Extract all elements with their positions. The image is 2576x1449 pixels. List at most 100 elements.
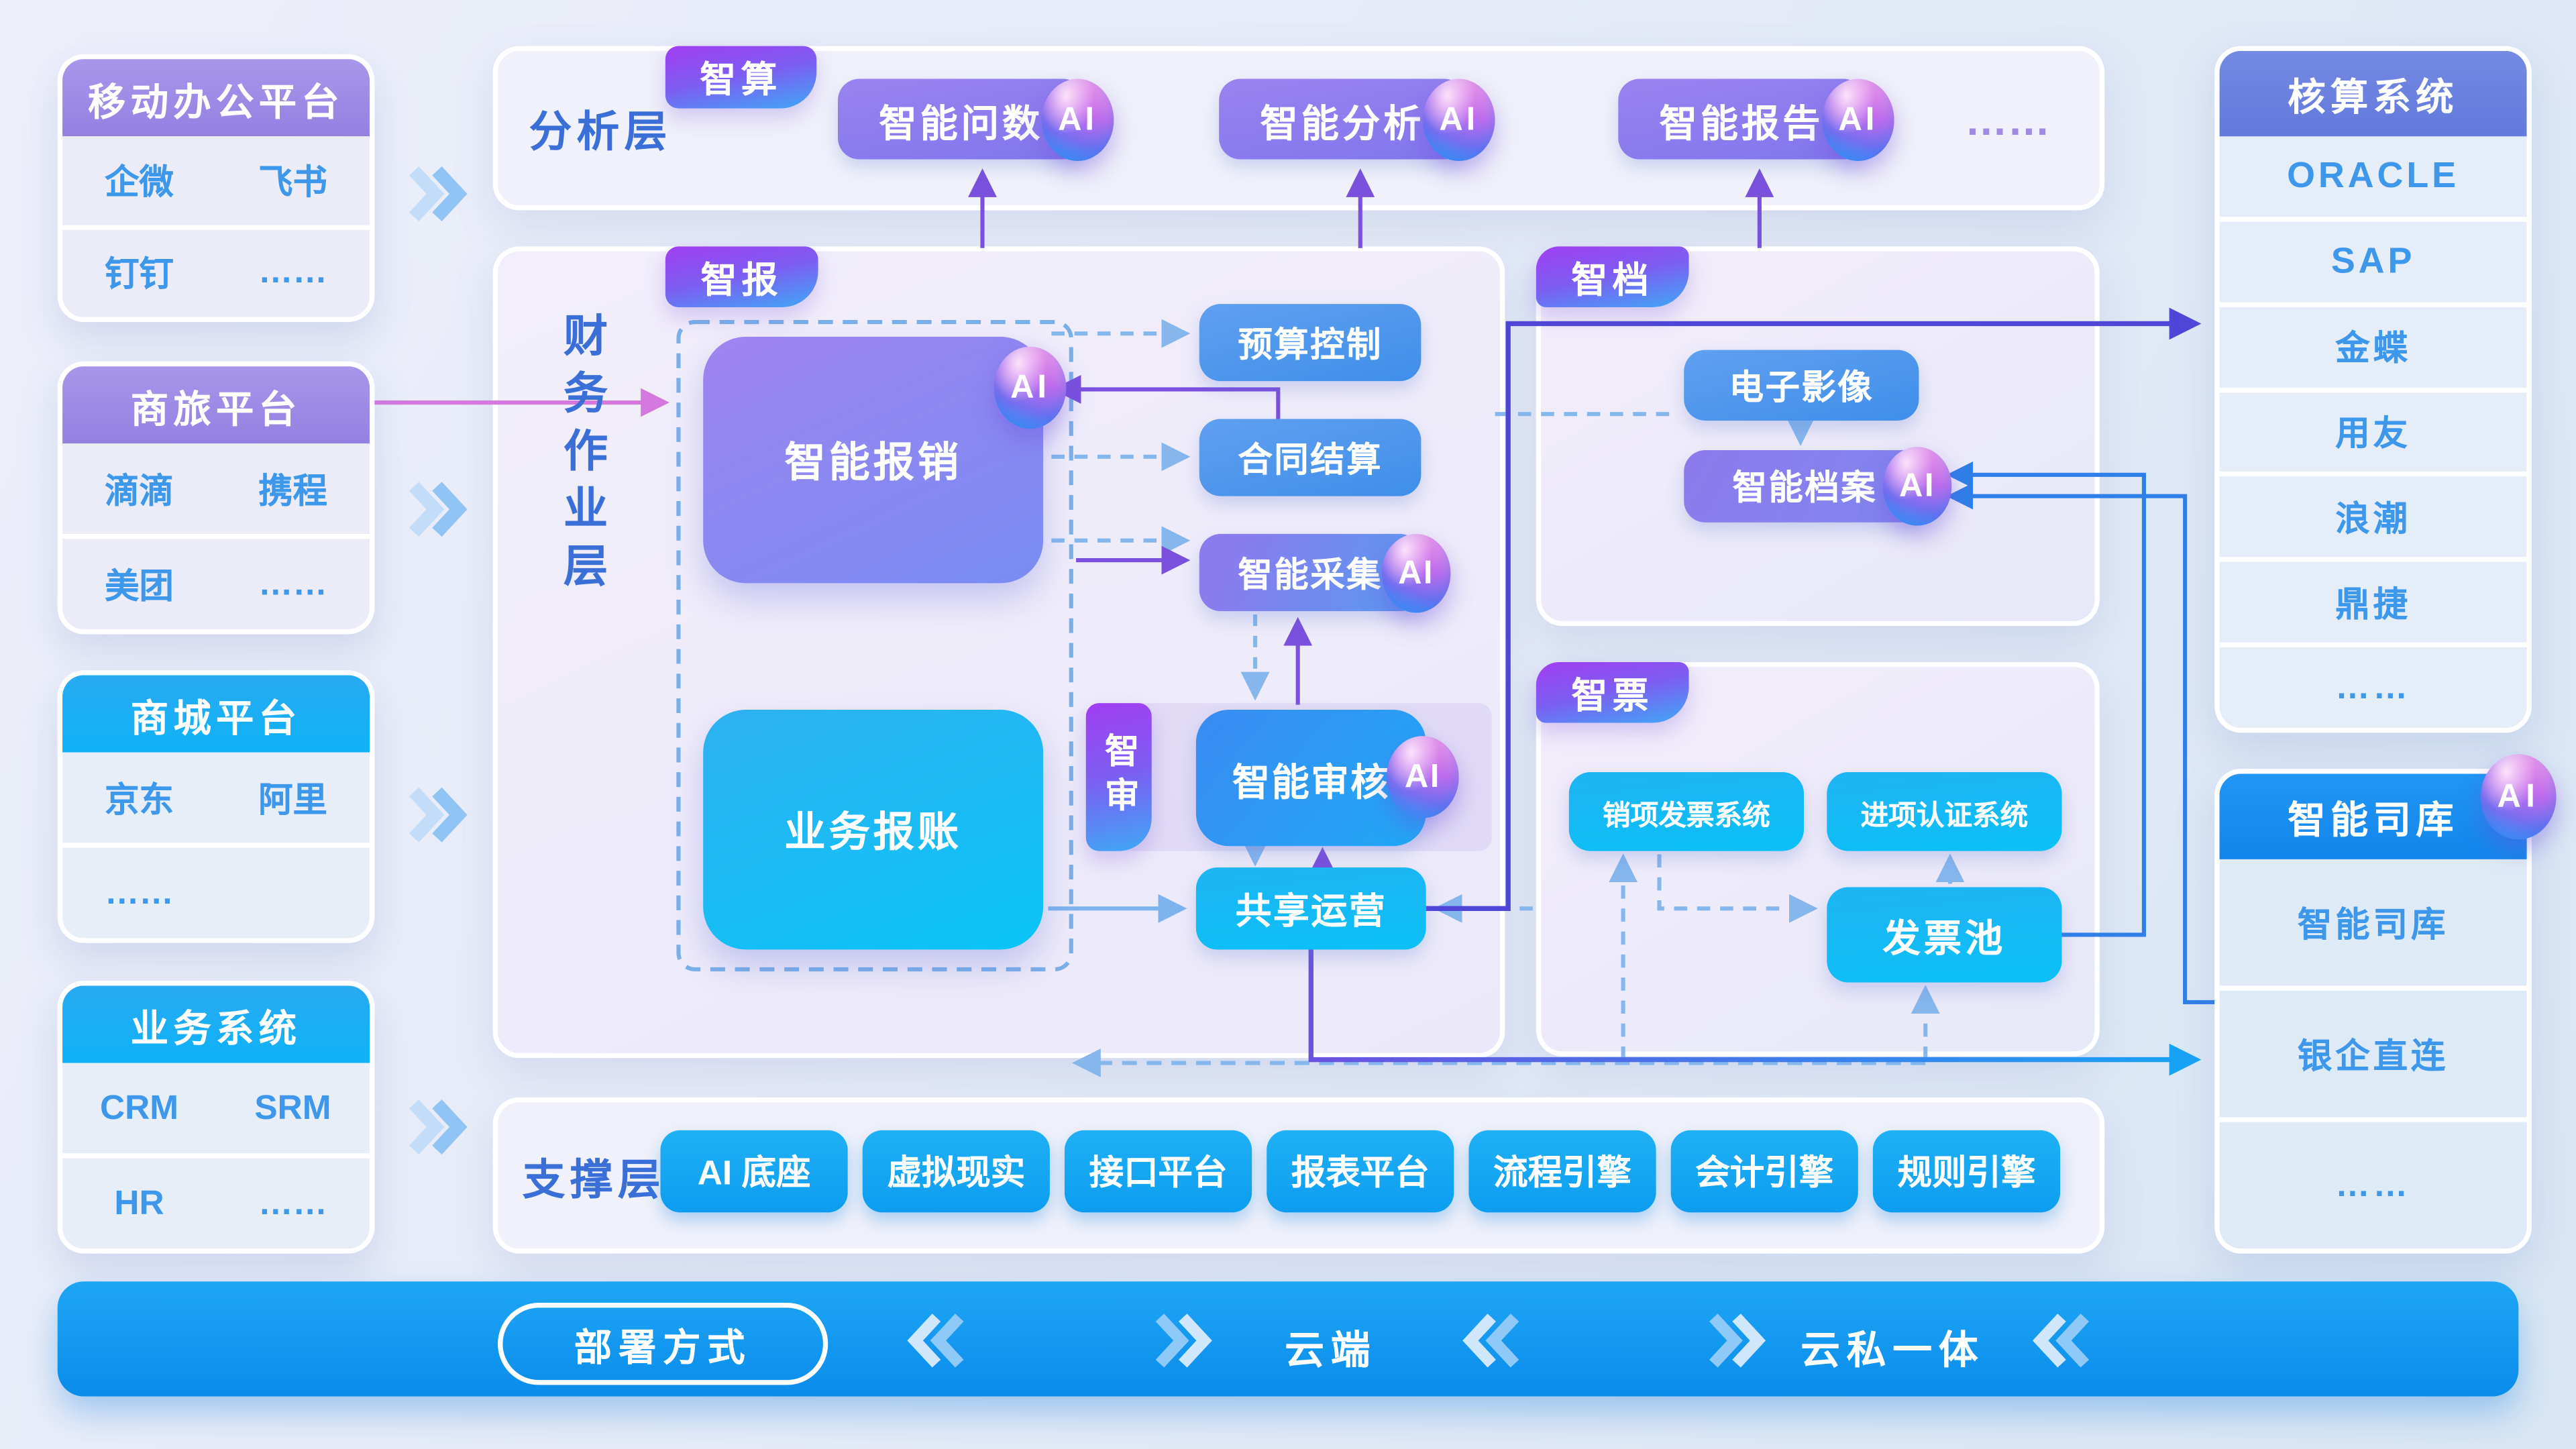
node-label: 销项发票系统 <box>1602 799 1770 830</box>
node-rule-engine: 规则引擎 <box>1872 1130 2061 1213</box>
panel-title: 移动办公平台 <box>62 59 370 137</box>
list-item: 滴滴 携程 <box>62 443 370 534</box>
node-shared-ops: 共享运营 <box>1195 867 1426 950</box>
panel-accounting-systems: 核算系统 ORACLE SAP 金蝶 用友 浪潮 鼎捷 …… <box>2214 46 2532 733</box>
chevron-right-icon <box>1155 1313 1212 1368</box>
node-budget-control: 预算控制 <box>1199 304 1421 382</box>
item-label: 京东 <box>105 781 174 819</box>
panel-title-text: 智能司库 <box>2288 798 2459 841</box>
node-label: 业务报账 <box>784 810 962 856</box>
ai-badge-icon: AI <box>994 346 1067 429</box>
tag-smart-compute: 智算 <box>665 46 817 109</box>
ai-badge-icon: AI <box>1882 447 1952 526</box>
list-item: HR …… <box>62 1158 370 1249</box>
node-label: 智能档案 <box>1732 470 1877 508</box>
chevron-right-icon <box>409 1099 468 1155</box>
panel-title: 商城平台 <box>62 675 370 753</box>
tag-smart-invoice: 智票 <box>1536 661 1689 723</box>
analysis-layer-label: 分析层 <box>529 107 672 156</box>
panel-title: 核算系统 <box>2219 50 2527 137</box>
panel-title: 业务系统 <box>62 985 370 1063</box>
analysis-more-dots: …… <box>1965 95 2051 145</box>
list-item: 金蝶 <box>2219 307 2527 387</box>
panel-mall: 商城平台 京东 阿里 …… <box>57 670 375 943</box>
chevron-left-icon <box>907 1313 964 1368</box>
item-label: 阿里 <box>258 781 327 819</box>
item-label: CRM <box>99 1088 179 1126</box>
node-label: 智能审核 <box>1232 759 1390 803</box>
panel-body: ORACLE SAP 金蝶 用友 浪潮 鼎捷 …… <box>2219 136 2527 728</box>
node-label: 电子影像 <box>1729 368 1874 407</box>
list-item: 京东 阿里 <box>62 752 370 843</box>
node-smart-reimburse: 智能报销 AI <box>703 337 1067 584</box>
node-smart-report: 智能报告 AI <box>1618 78 1894 162</box>
node-smart-query: 智能问数 AI <box>837 78 1114 162</box>
panel-title: 商旅平台 <box>62 366 370 444</box>
chevron-left-icon <box>1462 1313 1519 1368</box>
node-label: 智能报告 <box>1659 101 1824 144</box>
support-layer-label: 支撑层 <box>522 1155 665 1205</box>
ai-badge-icon: AI <box>1821 78 1894 162</box>
node-report-platform: 报表平台 <box>1267 1130 1454 1213</box>
node-smart-collect: 智能采集 AI <box>1199 533 1451 613</box>
panel-body: 智能司库 银企直连 …… <box>2219 859 2527 1249</box>
item-label: 美团 <box>105 568 174 606</box>
node-process-engine: 流程引擎 <box>1468 1130 1656 1213</box>
item-label: …… <box>258 1183 327 1222</box>
chevron-right-icon <box>1709 1313 1766 1368</box>
list-item: 用友 <box>2219 392 2527 472</box>
list-item: SAP <box>2219 221 2527 302</box>
list-item: 企微飞书 <box>62 136 370 225</box>
node-smart-audit: 智能审核 AI <box>1195 709 1459 847</box>
node-label: 智能问数 <box>879 101 1044 144</box>
deployment-bar <box>57 1281 2519 1397</box>
item-label: 企微 <box>105 164 174 202</box>
list-item: 银企直连 <box>2219 990 2527 1118</box>
list-item: ORACLE <box>2219 136 2527 217</box>
chevron-left-icon <box>2032 1313 2090 1368</box>
node-label: 进项认证系统 <box>1860 799 2029 830</box>
list-item: 智能司库 <box>2219 859 2527 986</box>
tag-smart-report: 智报 <box>665 246 818 307</box>
node-label: 预算控制 <box>1238 326 1383 364</box>
item-label: 携程 <box>258 472 327 511</box>
node-business-accounting: 业务报账 <box>703 709 1044 950</box>
panel-title: 智能司库 AI <box>2219 754 2557 859</box>
panel-treasury: 智能司库 AI 智能司库 银企直连 …… <box>2214 754 2557 1254</box>
ai-badge-icon: AI <box>2480 754 2557 840</box>
ai-badge-icon: AI <box>1381 533 1451 613</box>
deployment-mode-button: 部署方式 <box>498 1303 828 1385</box>
node-smart-analysis: 智能分析 AI <box>1219 78 1495 162</box>
chevron-right-icon <box>409 787 468 843</box>
panel-body: 企微飞书 钉钉…… <box>62 136 370 317</box>
panel-travel: 商旅平台 滴滴携程 美团…… <box>57 361 375 635</box>
node-e-image: 电子影像 <box>1684 350 1919 421</box>
node-accounting-engine: 会计引擎 <box>1670 1130 1858 1213</box>
item-label: HR <box>114 1183 164 1222</box>
node-smart-archive: 智能档案 AI <box>1684 447 1952 526</box>
node-label: 智能采集 <box>1238 555 1383 594</box>
node-ai-base: AI 底座 <box>660 1130 848 1213</box>
node-output-invoice: 销项发票系统 <box>1568 772 1805 851</box>
deployment-cloud-label: 云端 <box>1285 1329 1377 1374</box>
item-label: 滴滴 <box>105 472 174 511</box>
ai-badge-icon: AI <box>1386 736 1459 818</box>
panel-body: 滴滴携程 美团…… <box>62 443 370 629</box>
list-item: …… <box>2219 1122 2527 1249</box>
panel-body: 京东 阿里 …… <box>62 752 370 938</box>
list-item: 浪潮 <box>2219 477 2527 557</box>
node-interface-platform: 接口平台 <box>1064 1130 1252 1213</box>
tag-smart-audit: 智审 <box>1085 703 1152 851</box>
item-label: …… <box>258 253 327 292</box>
list-item: 鼎捷 <box>2219 562 2527 643</box>
item-label: …… <box>105 873 174 911</box>
ai-badge-icon: AI <box>1041 78 1114 162</box>
node-label: 智能分析 <box>1260 101 1425 144</box>
deployment-hybrid-label: 云私一体 <box>1801 1329 1985 1374</box>
chevron-right-icon <box>409 166 468 221</box>
node-label: 共享运营 <box>1235 890 1387 932</box>
node-label: 智能报销 <box>784 440 962 486</box>
tag-smart-archive: 智档 <box>1536 246 1689 307</box>
